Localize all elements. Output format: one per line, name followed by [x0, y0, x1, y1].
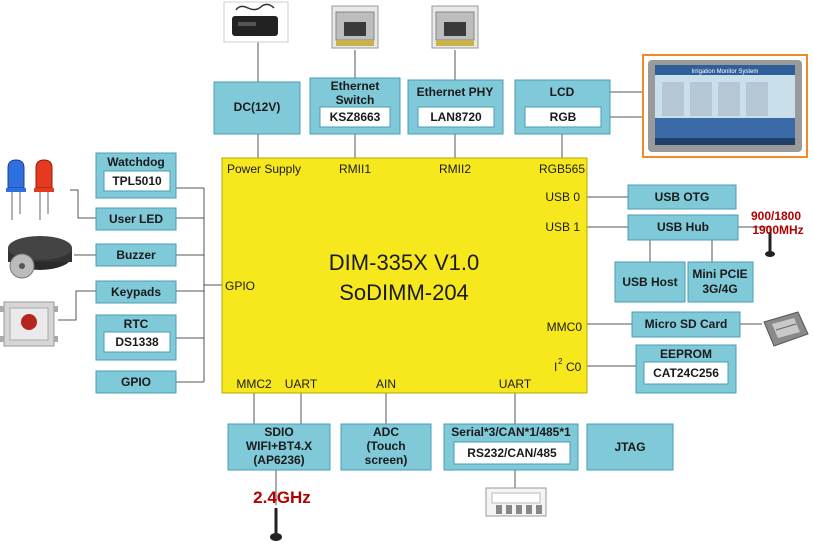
usb-otg-module: USB OTG	[627, 184, 737, 210]
lcd-chip: RGB	[550, 110, 577, 124]
eth-phy-chip: LAN8720	[430, 110, 482, 124]
watchdog-chip: TPL5010	[112, 174, 162, 188]
lcd-module: LCD RGB	[514, 79, 611, 135]
eeprom-title: EEPROM	[660, 347, 712, 361]
pin-rmii1: RMII1	[339, 162, 371, 176]
led-red-icon	[34, 159, 54, 220]
serial-module: Serial*3/CAN*1/485*1 RS232/CAN/485	[443, 423, 579, 471]
pin-mmc2: MMC2	[236, 377, 272, 391]
eth-switch-line1: Ethernet	[331, 79, 380, 93]
usb-host-module: USB Host	[614, 261, 686, 303]
serial-connector-icon	[485, 487, 547, 517]
buzzer-module: Buzzer	[95, 243, 177, 267]
keypad-switch-icon	[0, 301, 58, 347]
cellular-antenna-icon	[765, 232, 775, 257]
rtc-module: RTC DS1338	[95, 314, 177, 361]
adc-module: ADC (Touch screen)	[340, 423, 432, 471]
soc-module: DIM-335X V1.0 SoDIMM-204 Power Supply RM…	[221, 157, 588, 394]
mini-pcie-module: Mini PCIE 3G/4G	[687, 261, 754, 303]
pin-uart-left: UART	[285, 377, 318, 391]
buzzer-label: Buzzer	[116, 248, 156, 262]
dc-label: DC(12V)	[234, 100, 281, 114]
rtc-title: RTC	[124, 317, 149, 331]
pin-mmc0: MMC0	[547, 320, 583, 334]
sdio-module: SDIO WIFI+BT4.X (AP6236)	[227, 423, 331, 471]
gpio-label: GPIO	[121, 375, 151, 389]
pin-i2c0: I 2 C0	[554, 357, 582, 374]
micro-sd-label: Micro SD Card	[645, 317, 728, 331]
adc-line2: (Touch	[366, 439, 405, 453]
svg-text:C0: C0	[566, 360, 582, 374]
connector-lines	[58, 40, 771, 505]
pin-usb0: USB 0	[545, 190, 580, 204]
mini-pcie-line2: 3G/4G	[702, 282, 737, 296]
pin-power-supply: Power Supply	[227, 162, 301, 176]
jtag-label: JTAG	[614, 440, 645, 454]
lcd-screen-title: Irrigation Monitor System	[692, 69, 759, 75]
pin-gpio: GPIO	[225, 279, 255, 293]
eth-switch-chip: KSZ8663	[330, 110, 381, 124]
power-adapter-icon	[223, 1, 289, 43]
dc-power-module: DC(12V)	[213, 81, 301, 135]
lcd-title: LCD	[550, 85, 575, 99]
rj45-jack-icon-phy	[431, 5, 479, 49]
usb-hub-module: USB Hub	[627, 214, 739, 241]
mini-pcie-line1: Mini PCIE	[692, 267, 747, 281]
eth-switch-line2: Switch	[336, 93, 375, 107]
pin-ain: AIN	[376, 377, 396, 391]
usb-host-label: USB Host	[622, 275, 677, 289]
buzzer-icon	[8, 236, 72, 279]
svg-text:2: 2	[558, 357, 563, 366]
serial-title: Serial*3/CAN*1/485*1	[451, 425, 571, 439]
usb-otg-label: USB OTG	[655, 190, 710, 204]
user-led-module: User LED	[95, 207, 177, 231]
soc-subtitle: SoDIMM-204	[339, 280, 469, 305]
serial-chip: RS232/CAN/485	[467, 446, 557, 460]
ethernet-switch-module: Ethernet Switch KSZ8663	[309, 77, 401, 135]
soc-title: DIM-335X V1.0	[329, 250, 479, 275]
eeprom-module: EEPROM CAT24C256	[635, 344, 737, 394]
wifi-antenna-freq: 2.4GHz	[253, 488, 311, 507]
pin-usb1: USB 1	[545, 220, 580, 234]
lcd-panel-image: Irrigation Monitor System	[642, 54, 808, 158]
keypads-label: Keypads	[111, 285, 161, 299]
adc-line1: ADC	[373, 425, 399, 439]
jtag-module: JTAG	[586, 423, 674, 471]
rtc-chip: DS1338	[115, 335, 159, 349]
eth-phy-title: Ethernet PHY	[417, 85, 494, 99]
sd-card-icon	[763, 311, 809, 347]
sdio-line1: SDIO	[264, 425, 293, 439]
sdio-line3: (AP6236)	[253, 453, 304, 467]
pin-rmii2: RMII2	[439, 162, 471, 176]
soc-body	[221, 157, 588, 394]
wifi-antenna-icon	[270, 508, 282, 541]
pin-uart-right: UART	[499, 377, 532, 391]
cell-antenna-freq-2: 1900MHz	[752, 223, 803, 237]
watchdog-title: Watchdog	[107, 155, 165, 169]
cell-antenna-freq-1: 900/1800	[751, 209, 801, 223]
rj45-jack-icon-switch	[331, 5, 379, 49]
sdio-line2: WIFI+BT4.X	[246, 439, 312, 453]
gpio-module: GPIO	[95, 370, 177, 394]
usb-hub-label: USB Hub	[657, 220, 709, 234]
keypads-module: Keypads	[95, 280, 177, 304]
svg-text:I: I	[554, 360, 557, 374]
micro-sd-module: Micro SD Card	[631, 311, 741, 338]
user-led-label: User LED	[109, 212, 163, 226]
led-blue-icon	[6, 159, 26, 220]
adc-line3: screen)	[365, 453, 408, 467]
ethernet-phy-module: Ethernet PHY LAN8720	[407, 79, 504, 135]
pin-rgb565: RGB565	[539, 162, 585, 176]
watchdog-module: Watchdog TPL5010	[95, 152, 177, 199]
eeprom-chip: CAT24C256	[653, 366, 719, 380]
